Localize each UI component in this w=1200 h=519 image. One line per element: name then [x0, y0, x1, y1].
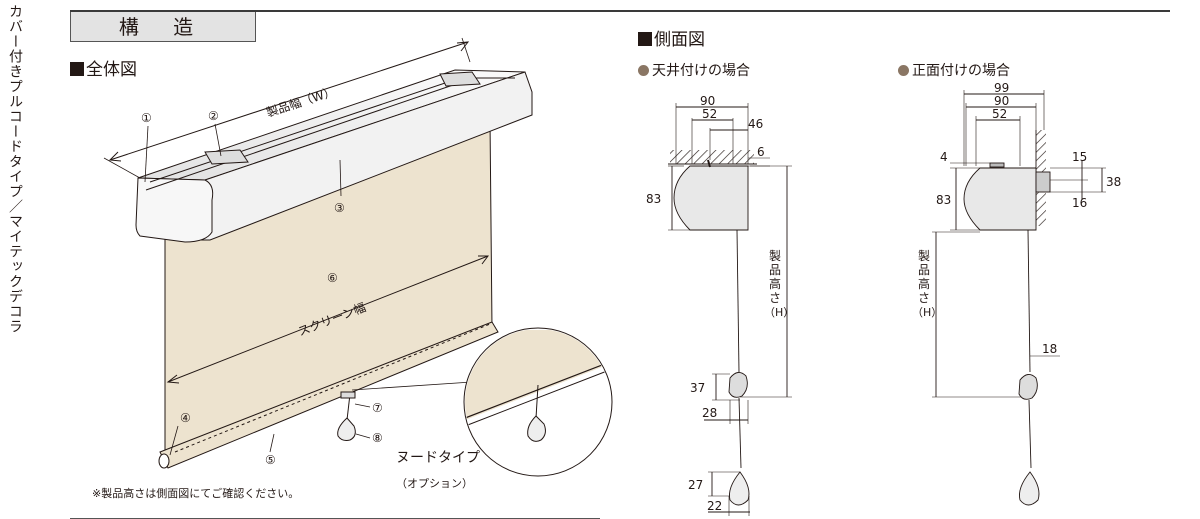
callout-3: ③ — [334, 201, 345, 215]
bracket-left — [204, 149, 249, 165]
ceiling-knob — [729, 471, 750, 506]
dim-16: 16 — [1072, 196, 1087, 210]
height-label-1: 製 — [769, 249, 781, 263]
full-view-heading-text: 全体図 — [86, 60, 137, 80]
full-view-heading: 全体図 — [70, 60, 137, 80]
dim-27: 27 — [688, 478, 703, 492]
front-dim-labels: 99 90 52 4 83 15 38 16 18 製 品 高 さ （H） — [912, 81, 1121, 356]
width-ext-right — [461, 37, 471, 63]
front-height-label-2: 品 — [918, 263, 930, 277]
leader-1 — [144, 125, 149, 183]
dim-46: 46 — [748, 117, 763, 131]
detail-leader — [351, 381, 473, 391]
detail-content — [465, 330, 611, 442]
square-bullet-icon — [70, 62, 84, 76]
front-pulley — [1018, 374, 1038, 400]
dim-4: 4 — [940, 150, 948, 164]
pull-knob — [337, 417, 356, 441]
side-view-heading: 側面図 — [638, 30, 705, 50]
top-rule — [70, 10, 1170, 12]
ceiling-head-box — [673, 165, 749, 231]
dim-6: 6 — [757, 145, 765, 159]
screen-dim-arrow-left — [166, 374, 180, 384]
front-height-label-3: 高 — [918, 276, 930, 291]
section-title: 構 造 — [70, 12, 256, 42]
height-label-3: 高 — [769, 276, 781, 291]
dim-52-front: 52 — [992, 107, 1007, 121]
front-mount-label: 正面付けの場合 — [912, 63, 1010, 79]
callout-7: ⑦ — [372, 401, 383, 415]
dim-99: 99 — [994, 81, 1009, 95]
cord-clip — [340, 391, 356, 399]
width-dim-arrow-left — [108, 151, 122, 162]
option-type-label: ヌードタイプ — [396, 450, 480, 466]
ceiling-hatch — [670, 150, 754, 164]
ceiling-pulley — [728, 372, 748, 398]
callout-2: ② — [208, 109, 219, 123]
ceiling-mount-drawing — [668, 103, 792, 516]
dot-bullet-icon — [638, 65, 649, 76]
dim-22: 22 — [707, 499, 722, 513]
ceiling-mount-heading: 天井付けの場合 — [638, 62, 750, 80]
screen-dim-arrow-right — [478, 255, 489, 265]
height-label-2: 品 — [769, 263, 781, 277]
callout-4: ④ — [180, 411, 191, 425]
height-note: ※製品高さは側面図にてご確認ください。 — [92, 487, 300, 500]
leader-5 — [269, 433, 275, 453]
dim-83: 83 — [646, 192, 661, 206]
dim-83-front: 83 — [936, 193, 951, 207]
screen-width-dim-line — [167, 255, 489, 383]
head-box-end — [135, 177, 214, 243]
callout-6: ⑥ — [327, 271, 338, 285]
side-title: カバー付きプルコードタイプ／マイテックデコラ — [7, 4, 23, 334]
dim-15: 15 — [1072, 150, 1087, 164]
front-knob — [1019, 471, 1040, 506]
ceiling-dim-labels: 90 52 46 6 83 37 28 27 22 製 品 高 さ （H） — [646, 94, 794, 513]
leader-4 — [169, 425, 179, 456]
option-note-label: （オプション） — [396, 477, 473, 490]
leader-7 — [354, 403, 371, 408]
dim-38: 38 — [1106, 175, 1121, 189]
ceiling-mount-label: 天井付けの場合 — [652, 63, 750, 79]
front-head-box — [963, 167, 1037, 231]
full-view-drawing — [103, 37, 613, 477]
width-ext-left — [103, 157, 141, 179]
callout-1: ① — [141, 111, 152, 125]
side-view-heading-text: 側面図 — [654, 30, 705, 50]
dim-90: 90 — [700, 94, 715, 108]
front-height-H: （H） — [912, 306, 942, 319]
bottom-dashed-line — [174, 323, 491, 453]
front-height-label-4: さ — [918, 291, 930, 305]
dim-90-front: 90 — [994, 94, 1009, 108]
front-height-label-1: 製 — [918, 249, 930, 263]
dim-37: 37 — [690, 381, 705, 395]
head-box-rail — [145, 83, 457, 191]
dim-52: 52 — [702, 107, 717, 121]
leader-3 — [339, 159, 342, 197]
height-label-4: さ — [769, 291, 781, 305]
callout-8: ⑧ — [372, 431, 383, 445]
dot-bullet-icon — [898, 65, 909, 76]
width-dim-arrow-right — [456, 41, 470, 52]
square-bullet-icon — [638, 32, 652, 46]
leader-8 — [355, 433, 371, 439]
bracket-right — [439, 71, 481, 87]
front-mount-heading: 正面付けの場合 — [898, 62, 1010, 80]
front-mount-drawing — [932, 90, 1106, 506]
leader-2 — [214, 123, 222, 157]
width-dim-line — [109, 41, 469, 161]
bottom-bar-end — [158, 453, 170, 469]
height-H: （H） — [764, 306, 794, 319]
dim-28: 28 — [702, 406, 717, 420]
callout-5: ⑤ — [265, 453, 276, 467]
dim-18: 18 — [1042, 342, 1057, 356]
